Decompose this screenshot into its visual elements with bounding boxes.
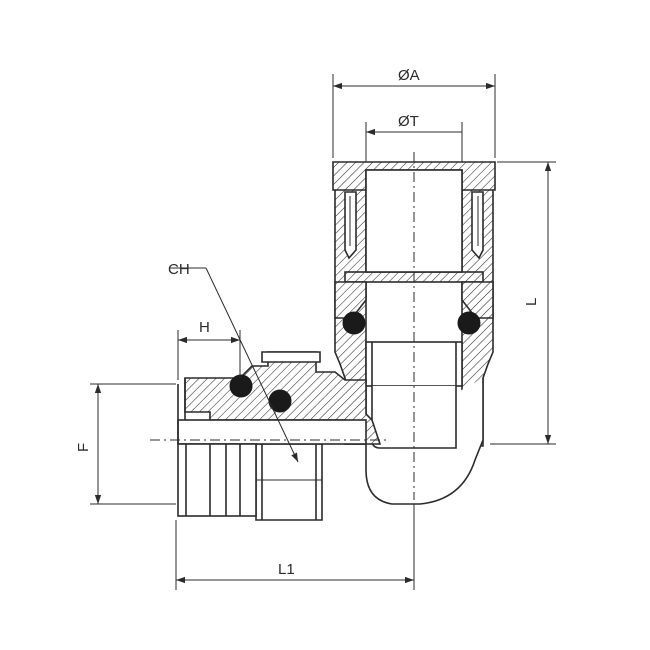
- cone-seat-left: [334, 281, 367, 319]
- o-ring-upper-left: [342, 311, 366, 335]
- dimension-length: L: [490, 161, 556, 445]
- dimension-outer-diameter: ØA: [332, 67, 496, 158]
- label-tube-diameter: ØT: [398, 113, 419, 130]
- o-ring-lower-left: [229, 374, 253, 398]
- horizontal-branch: [177, 351, 382, 521]
- o-ring-upper-right: [457, 311, 481, 335]
- dimension-tube-diameter: ØT: [365, 113, 463, 162]
- label-thread: F: [75, 443, 92, 452]
- label-hex: CH: [168, 261, 190, 278]
- label-length-1: L1: [278, 561, 295, 578]
- dimension-length-1: L1: [175, 504, 415, 590]
- label-length: L: [523, 298, 540, 306]
- label-outer-diameter: ØA: [398, 67, 420, 84]
- hex-nut: [255, 443, 323, 521]
- stem-end: [177, 443, 257, 517]
- cone-seat-right: [461, 281, 494, 319]
- elbow-section: [365, 378, 484, 505]
- hex-nut-top: [261, 351, 321, 363]
- leader-hex: CH: [168, 261, 299, 463]
- dimension-thread-height: H: [177, 319, 241, 380]
- dimension-thread: F: [75, 383, 176, 505]
- label-thread-height: H: [199, 319, 210, 336]
